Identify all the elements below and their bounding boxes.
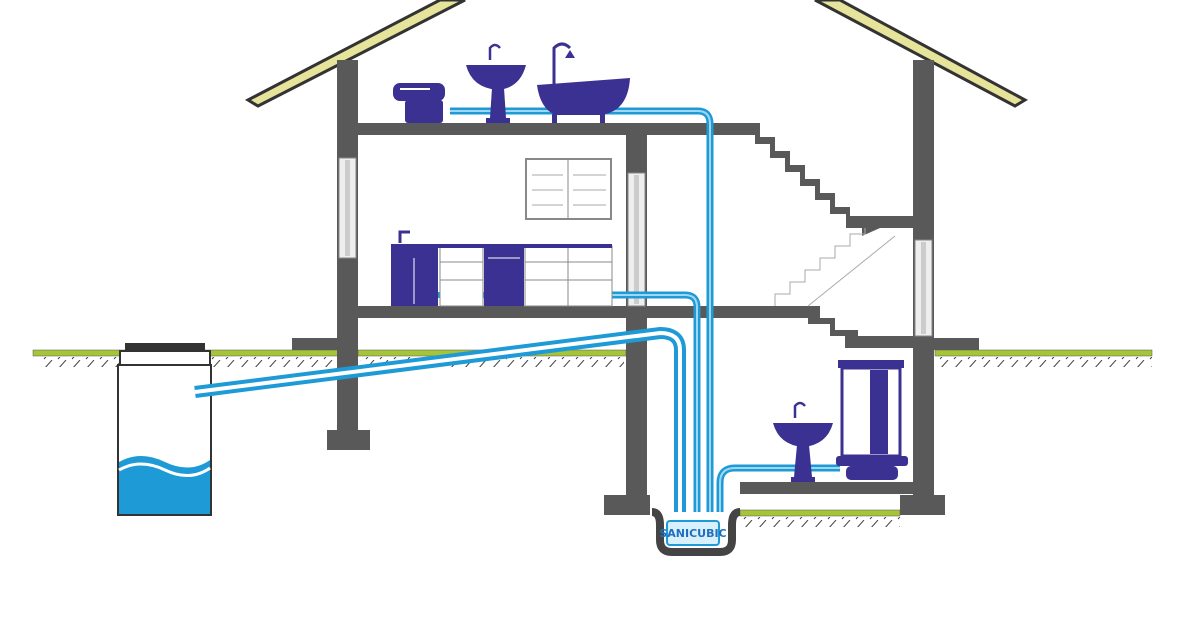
tank-lid (125, 343, 205, 351)
upper-bathroom (393, 42, 630, 123)
right-porch (934, 338, 979, 350)
lower-stairs (808, 306, 858, 348)
upper-stairs (740, 123, 913, 236)
toilet-icon (393, 83, 445, 123)
wall-cabinet (525, 158, 612, 220)
pipes (194, 107, 840, 512)
roof-right (814, 0, 1029, 108)
basement-washbasin-icon (773, 401, 833, 482)
left-footing (327, 430, 370, 450)
dishwasher-icon (484, 244, 524, 306)
base-cabinets (439, 245, 613, 307)
left-porch (292, 338, 337, 350)
kitchen (391, 158, 613, 307)
inner-footing (604, 495, 650, 515)
sanicubic-label: SANICUBIC (659, 527, 726, 540)
sanicubic-unit: SANICUBIC (651, 508, 741, 556)
windows (338, 157, 933, 337)
roof-left (244, 0, 466, 108)
sink-cabinet-icon (391, 230, 438, 306)
bathtub-icon (537, 42, 630, 123)
right-footing (900, 495, 945, 515)
shower-cabin-icon (836, 360, 908, 480)
basement-bathroom (773, 360, 908, 482)
stair-outline (774, 228, 896, 307)
middle-floor-slab-left (358, 306, 808, 318)
basement-floor-slab (740, 482, 913, 494)
tank-water (119, 456, 210, 514)
middle-floor-slab-right (858, 336, 913, 348)
washbasin-icon (466, 43, 526, 123)
roof (244, 0, 1029, 108)
upper-floor-slab (358, 123, 740, 135)
septic-tank (117, 343, 212, 516)
